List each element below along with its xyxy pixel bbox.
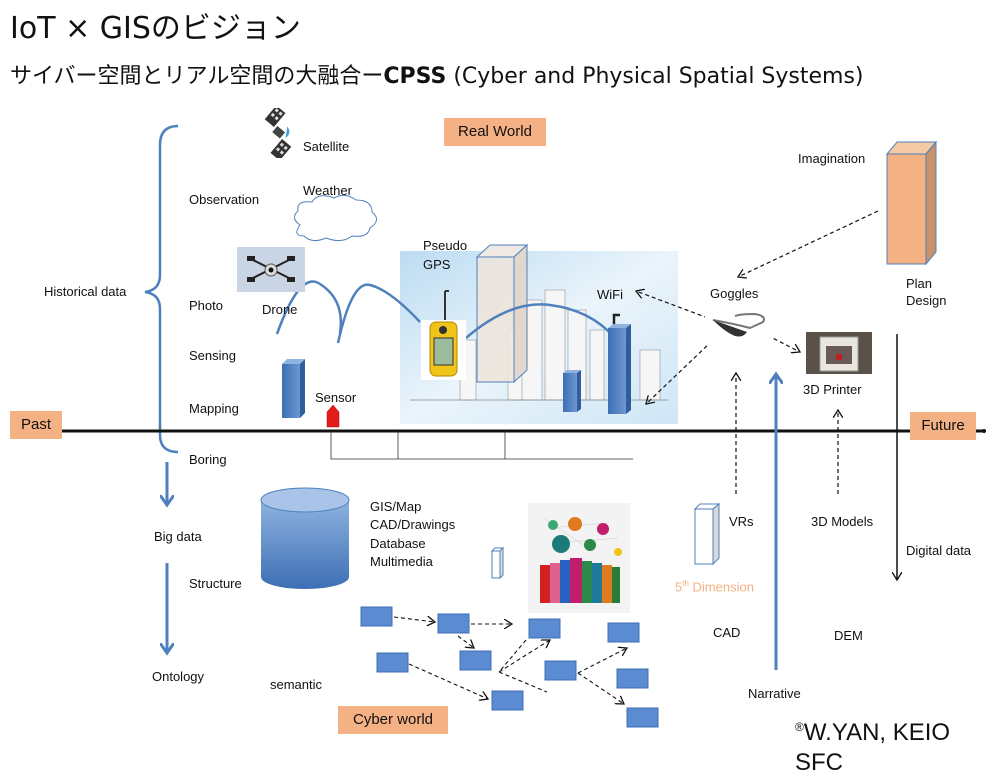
network-node xyxy=(626,707,659,728)
real-world-tag: Real World xyxy=(444,118,546,146)
data-type-cad: CAD/Drawings xyxy=(370,517,456,532)
bar-city-small xyxy=(563,370,581,412)
subtitle-jp: サイバー空間とリアル空間の大融合ー xyxy=(10,64,384,89)
3d-printer-photo xyxy=(806,332,872,374)
network-node xyxy=(437,613,470,634)
network-node xyxy=(528,618,561,639)
vrs-label: VRs xyxy=(729,514,754,529)
page-subtitle: サイバー空間とリアル空間の大融合ーCPSS (Cyber and Physica… xyxy=(10,62,864,92)
bar-wifi xyxy=(608,324,631,414)
3d-printer-label: 3D Printer xyxy=(803,382,862,397)
satellite-label: Satellite xyxy=(303,139,350,154)
ruler xyxy=(330,431,633,460)
gps-device-photo xyxy=(421,320,466,380)
network-node xyxy=(544,660,577,681)
people-network-photo xyxy=(528,503,630,613)
big-data-label: Big data xyxy=(154,529,202,544)
sensor-marker xyxy=(326,404,340,428)
weather-label: Weather xyxy=(303,183,352,198)
network-node xyxy=(376,652,409,673)
imagination-label: Imagination xyxy=(798,151,866,166)
small-outline-box xyxy=(490,546,505,580)
category-photo: Photo xyxy=(189,298,223,313)
category-boring: Boring xyxy=(189,452,227,467)
weather-cloud-icon xyxy=(294,194,377,242)
goggles-label: Goggles xyxy=(710,286,759,301)
plan-label: Plan xyxy=(906,276,933,291)
drone-label: Drone xyxy=(262,302,298,317)
network-node xyxy=(616,668,649,689)
database-cylinder-icon xyxy=(260,487,350,589)
drone-photo xyxy=(237,247,305,292)
past-tag: Past xyxy=(10,411,62,439)
plan-design-block xyxy=(885,140,938,266)
historical-data-brace xyxy=(144,124,179,454)
ontology-label: Ontology xyxy=(152,669,205,684)
category-mapping: Mapping xyxy=(189,401,239,416)
cad-label: CAD xyxy=(713,625,741,640)
network-node xyxy=(459,650,492,671)
bar-mapping xyxy=(282,359,305,418)
page-title: IoT × GISのビジョン xyxy=(10,11,301,46)
subtitle-en: (Cyber and Physical Spatial Systems) xyxy=(446,64,864,89)
category-sensing: Sensing xyxy=(189,348,236,363)
pseudo-label: Pseudo xyxy=(423,238,468,253)
fifth-dimension-label: 5th Dimension xyxy=(675,579,754,595)
data-type-multimedia: Multimedia xyxy=(370,554,433,569)
cyber-world-tag: Cyber world xyxy=(338,706,448,734)
dem-label: DEM xyxy=(834,628,863,643)
digital-data-label: Digital data xyxy=(906,543,972,558)
3d-models-label: 3D Models xyxy=(811,514,874,529)
narrative-label: Narrative xyxy=(748,686,801,701)
design-label: Design xyxy=(906,293,947,308)
wifi-label: WiFi xyxy=(597,287,623,302)
historical-data-label: Historical data xyxy=(44,284,127,299)
copyright-notice: ®W.YAN, KEIO SFC xyxy=(795,719,951,776)
goggles-photo xyxy=(705,306,773,344)
network-node xyxy=(607,622,640,643)
signal-arc xyxy=(465,303,615,339)
sensor-label: Sensor xyxy=(315,390,357,405)
data-type-gis: GIS/Map xyxy=(370,499,422,514)
subtitle-cpss: CPSS xyxy=(383,64,447,89)
structure-label: Structure xyxy=(189,576,242,591)
semantic-label: semantic xyxy=(270,677,323,692)
signal-arc xyxy=(275,280,343,335)
network-node xyxy=(360,606,393,627)
future-tag: Future xyxy=(910,412,976,440)
network-node xyxy=(491,690,524,711)
gps-label: GPS xyxy=(423,257,451,272)
category-observation: Observation xyxy=(189,192,260,207)
vr-outline-box xyxy=(693,502,721,566)
registered-mark: ® xyxy=(795,720,804,734)
signal-arc xyxy=(336,283,421,344)
data-type-database: Database xyxy=(370,536,426,551)
satellite-icon xyxy=(255,108,301,158)
semantic-network xyxy=(360,606,659,728)
